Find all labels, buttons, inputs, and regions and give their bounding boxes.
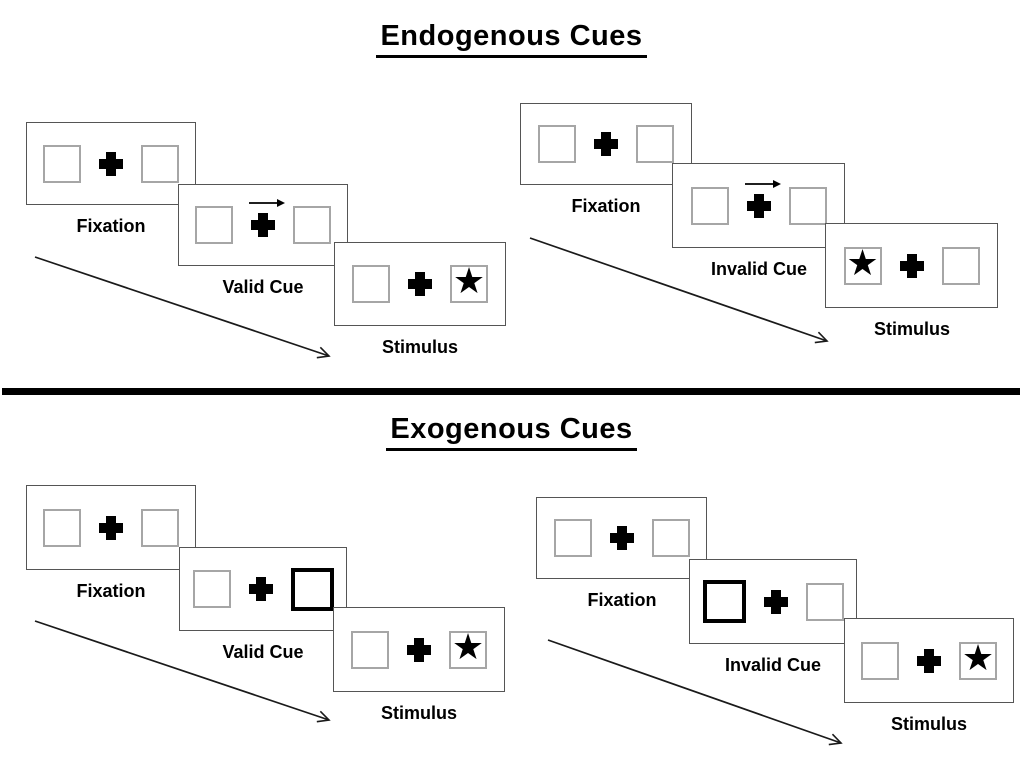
panel-exogenous-invalid-stimulus: ★ <box>844 618 1014 703</box>
panel-endogenous-invalid-fixation <box>520 103 692 185</box>
panel-endogenous-valid-fixation <box>26 122 196 205</box>
cue-arrow-icon <box>744 179 781 188</box>
label-exogenous-invalid-fixation: Fixation <box>587 590 657 610</box>
placeholder-box <box>538 125 576 163</box>
placeholder-box <box>141 144 179 183</box>
placeholder-box <box>941 246 980 285</box>
target-box: ★ <box>843 242 882 285</box>
placeholder-box <box>351 630 389 669</box>
label-exogenous-invalid-stimulus: Stimulus <box>890 714 967 734</box>
placeholder-box <box>192 570 231 608</box>
center-fixation-area <box>249 199 285 237</box>
target-box: ★ <box>450 261 488 303</box>
panel-exogenous-invalid-fixation <box>536 497 707 579</box>
label-endogenous-valid-fixation: Fixation <box>76 216 146 236</box>
star-icon: ★ <box>846 242 879 284</box>
panel-exogenous-invalid-invalid-cue <box>689 559 857 644</box>
panel-endogenous-valid-stimulus: ★ <box>334 242 506 326</box>
label-endogenous-invalid-stimulus: Stimulus <box>873 319 950 339</box>
placeholder-box <box>651 519 690 557</box>
fixation-cross-icon <box>408 272 432 296</box>
label-exogenous-valid-fixation: Fixation <box>76 581 146 601</box>
center-fixation-area <box>744 179 781 218</box>
center-fixation-area <box>248 577 273 601</box>
highlighted-cue-box <box>702 580 746 623</box>
label-endogenous-valid-stimulus: Stimulus <box>381 337 458 357</box>
label-endogenous-invalid-fixation: Fixation <box>571 196 641 216</box>
placeholder-box <box>553 519 592 557</box>
fixation-cross-icon <box>763 589 788 614</box>
center-fixation-area <box>99 151 123 176</box>
timeline-arrow-endogenous-valid <box>34 256 331 359</box>
timeline-arrow-exogenous-invalid <box>547 639 843 746</box>
placeholder-box <box>805 582 844 621</box>
label-exogenous-invalid-invalid-cue: Invalid Cue <box>724 655 822 675</box>
center-fixation-area <box>899 253 924 278</box>
panel-endogenous-invalid-stimulus: ★ <box>825 223 998 308</box>
fixation-cross-icon <box>746 193 771 218</box>
placeholder-box <box>141 508 179 547</box>
placeholder-box <box>293 206 331 244</box>
label-exogenous-valid-valid-cue: Valid Cue <box>222 642 304 662</box>
placeholder-box <box>43 144 81 183</box>
center-fixation-area <box>99 515 123 540</box>
panel-endogenous-valid-valid-cue <box>178 184 348 266</box>
star-icon: ★ <box>452 261 486 302</box>
star-icon: ★ <box>961 637 995 679</box>
placeholder-box <box>690 186 729 225</box>
panel-exogenous-valid-stimulus: ★ <box>333 607 505 692</box>
fixation-cross-icon <box>899 253 924 278</box>
endogenous-section-title: Endogenous Cues <box>0 20 1023 58</box>
fixation-cross-icon <box>99 515 123 540</box>
center-fixation-area <box>407 637 431 662</box>
center-fixation-area <box>594 132 618 156</box>
center-fixation-area <box>609 526 634 550</box>
fixation-cross-icon <box>594 132 618 156</box>
exogenous-title-text: Exogenous Cues <box>386 413 637 451</box>
label-endogenous-invalid-invalid-cue: Invalid Cue <box>710 259 808 279</box>
fixation-cross-icon <box>248 577 273 601</box>
placeholder-box <box>636 125 674 163</box>
label-exogenous-valid-stimulus: Stimulus <box>380 703 457 723</box>
timeline-arrow-exogenous-valid <box>34 620 331 723</box>
cue-arrow-icon <box>249 199 285 207</box>
star-icon: ★ <box>451 626 485 668</box>
timeline-arrow-endogenous-invalid <box>529 237 829 344</box>
placeholder-box <box>861 641 899 680</box>
section-divider <box>2 388 1020 395</box>
exogenous-section-title: Exogenous Cues <box>0 413 1023 451</box>
fixation-cross-icon <box>609 526 634 550</box>
placeholder-box <box>352 265 390 303</box>
placeholder-box <box>195 206 233 244</box>
fixation-cross-icon <box>917 648 941 673</box>
center-fixation-area <box>917 648 941 673</box>
panel-exogenous-valid-fixation <box>26 485 196 570</box>
label-endogenous-valid-valid-cue: Valid Cue <box>222 277 304 297</box>
placeholder-box <box>43 508 81 547</box>
target-box: ★ <box>449 626 487 669</box>
center-fixation-area <box>763 589 788 614</box>
panel-exogenous-valid-valid-cue <box>179 547 347 631</box>
target-box: ★ <box>959 637 997 680</box>
highlighted-cue-box <box>290 567 334 611</box>
panel-endogenous-invalid-invalid-cue <box>672 163 845 248</box>
fixation-cross-icon <box>99 151 123 176</box>
fixation-cross-icon <box>251 213 275 237</box>
fixation-cross-icon <box>407 637 431 662</box>
placeholder-box <box>788 186 827 225</box>
endogenous-title-text: Endogenous Cues <box>376 20 647 58</box>
center-fixation-area <box>408 272 432 296</box>
